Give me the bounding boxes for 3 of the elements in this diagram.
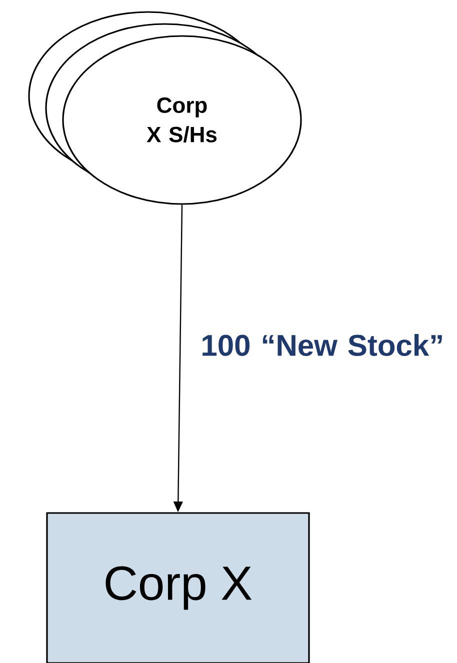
entity-box: Corp X <box>46 512 310 663</box>
edge-label: 100 “New Stock” <box>202 334 442 356</box>
stacked-ellipses: Corp X S/Hs <box>28 11 302 205</box>
